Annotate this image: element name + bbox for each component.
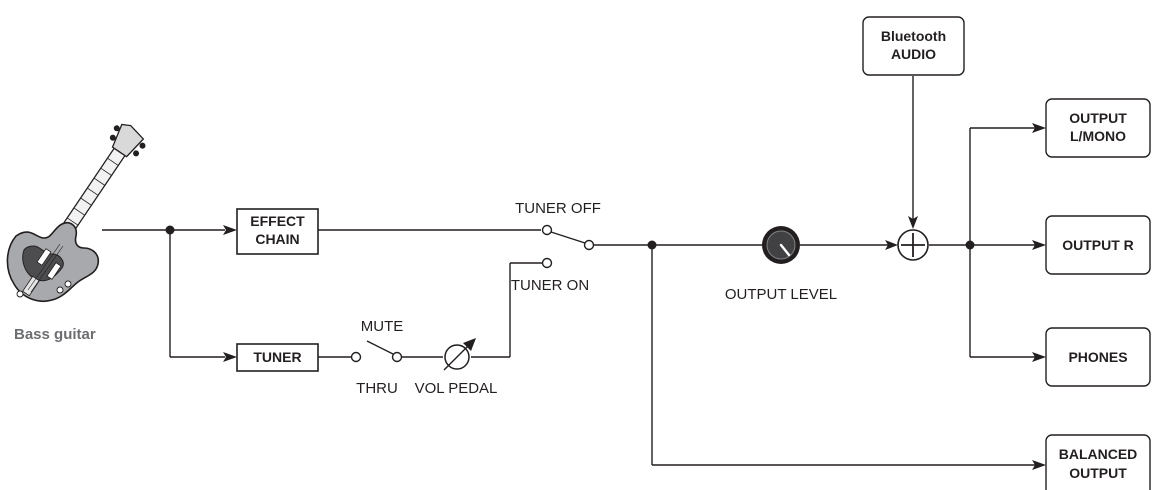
balanced-output-label-1: BALANCED	[1059, 446, 1138, 462]
signal-wires	[102, 76, 1035, 466]
effect-chain-label-2: CHAIN	[255, 231, 299, 247]
variable-resistor-icon	[443, 338, 476, 371]
bluetooth-audio-box: Bluetooth AUDIO	[862, 16, 965, 76]
tuner-switch	[541, 224, 595, 269]
bluetooth-label-2: AUDIO	[891, 46, 936, 62]
balanced-output-box: BALANCED OUTPUT	[1045, 434, 1151, 490]
effect-chain-label-1: EFFECT	[250, 213, 305, 229]
vol-pedal-label: VOL PEDAL	[415, 380, 498, 397]
junction-node-split	[965, 240, 975, 250]
phones-box: PHONES	[1045, 327, 1151, 387]
effect-chain-block: EFFECT CHAIN	[236, 208, 319, 255]
output-l-mono-label-1: OUTPUT	[1069, 110, 1127, 126]
source-label: Bass guitar	[14, 326, 96, 343]
output-r-label: OUTPUT R	[1062, 237, 1134, 253]
tuner-block: TUNER	[236, 343, 319, 372]
output-level-label: OUTPUT LEVEL	[725, 286, 837, 303]
mute-switch	[350, 340, 403, 363]
phones-label: PHONES	[1068, 349, 1127, 365]
junction-node-output	[647, 240, 657, 250]
tuner-off-label: TUNER OFF	[515, 200, 601, 217]
junction-node-input	[165, 225, 175, 235]
mute-label: MUTE	[361, 318, 404, 335]
knob-icon	[762, 226, 800, 264]
thru-label: THRU	[356, 380, 398, 397]
tuner-on-label: TUNER ON	[511, 277, 589, 294]
output-l-mono-label-2: L/MONO	[1070, 128, 1126, 144]
balanced-output-label-2: OUTPUT	[1069, 465, 1127, 481]
summing-junction-icon	[897, 229, 929, 261]
tuner-label: TUNER	[253, 349, 301, 365]
output-r-box: OUTPUT R	[1045, 215, 1151, 275]
output-l-mono-box: OUTPUT L/MONO	[1045, 98, 1151, 158]
bluetooth-label-1: Bluetooth	[881, 28, 946, 44]
wire-arrows	[223, 123, 1046, 470]
bass-guitar-icon	[6, 123, 146, 302]
